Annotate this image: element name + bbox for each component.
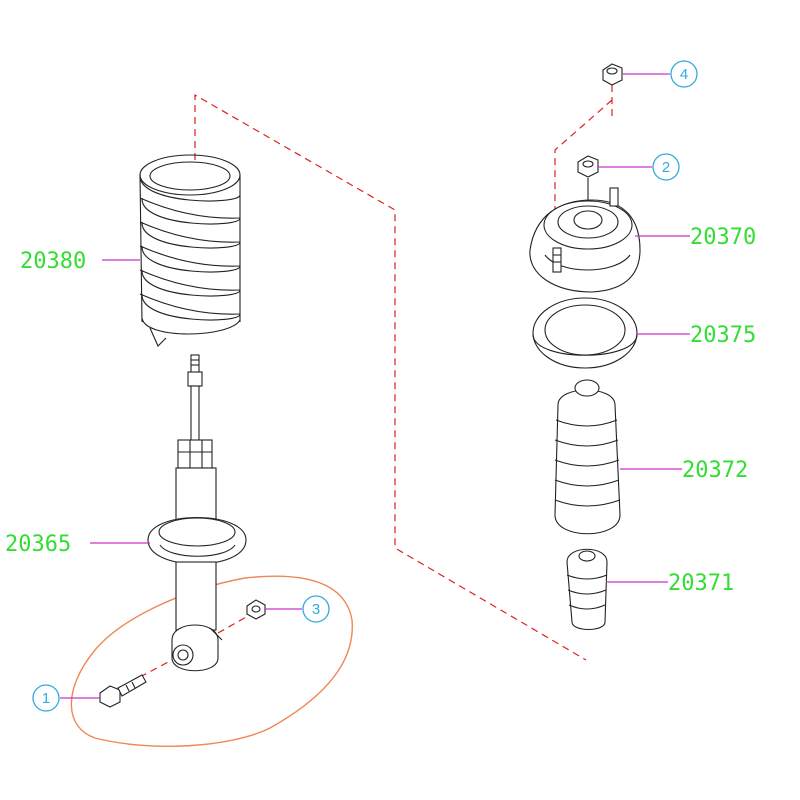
dust-boot-drawing bbox=[554, 379, 621, 535]
upper-nut-drawing bbox=[577, 155, 599, 200]
callouts: 4 2 3 1 bbox=[32, 60, 698, 712]
part-label-strut-mount: 20370 bbox=[690, 225, 756, 250]
spring-seat-drawing bbox=[532, 297, 638, 369]
lower-nut-drawing bbox=[246, 599, 266, 620]
callout-upper-nut: 2 bbox=[662, 159, 670, 176]
part-label-spring-seat: 20375 bbox=[690, 323, 756, 348]
part-labels: 20380 20365 20370 20375 20372 20371 bbox=[5, 225, 756, 596]
strut-drawing bbox=[147, 354, 247, 672]
part-label-strut: 20365 bbox=[5, 532, 71, 557]
callout-top-nut: 4 bbox=[680, 66, 688, 83]
callout-circle-lower-nut bbox=[302, 595, 330, 623]
callout-bolt: 1 bbox=[42, 690, 50, 707]
bump-stop-drawing bbox=[566, 548, 608, 631]
strut-mount-drawing bbox=[529, 187, 641, 293]
assembly-guide-top bbox=[554, 99, 613, 270]
callout-circle-upper-nut bbox=[652, 153, 680, 181]
part-label-bump-stop: 20371 bbox=[668, 571, 734, 596]
part-label-dust-boot: 20372 bbox=[682, 458, 748, 483]
coil-spring-drawing bbox=[139, 154, 241, 347]
leader-lines bbox=[60, 73, 690, 699]
callout-circle-bolt bbox=[32, 684, 60, 712]
callout-circle-top-nut bbox=[670, 60, 698, 88]
assembly-guide-bolt bbox=[139, 659, 173, 678]
top-nut-drawing bbox=[602, 63, 623, 86]
assembly-guide-left bbox=[194, 93, 587, 661]
part-label-coil-spring: 20380 bbox=[20, 249, 86, 274]
assembly-guide-nut bbox=[217, 615, 249, 634]
callout-lower-nut: 3 bbox=[312, 601, 320, 618]
bolt-drawing bbox=[99, 674, 147, 708]
